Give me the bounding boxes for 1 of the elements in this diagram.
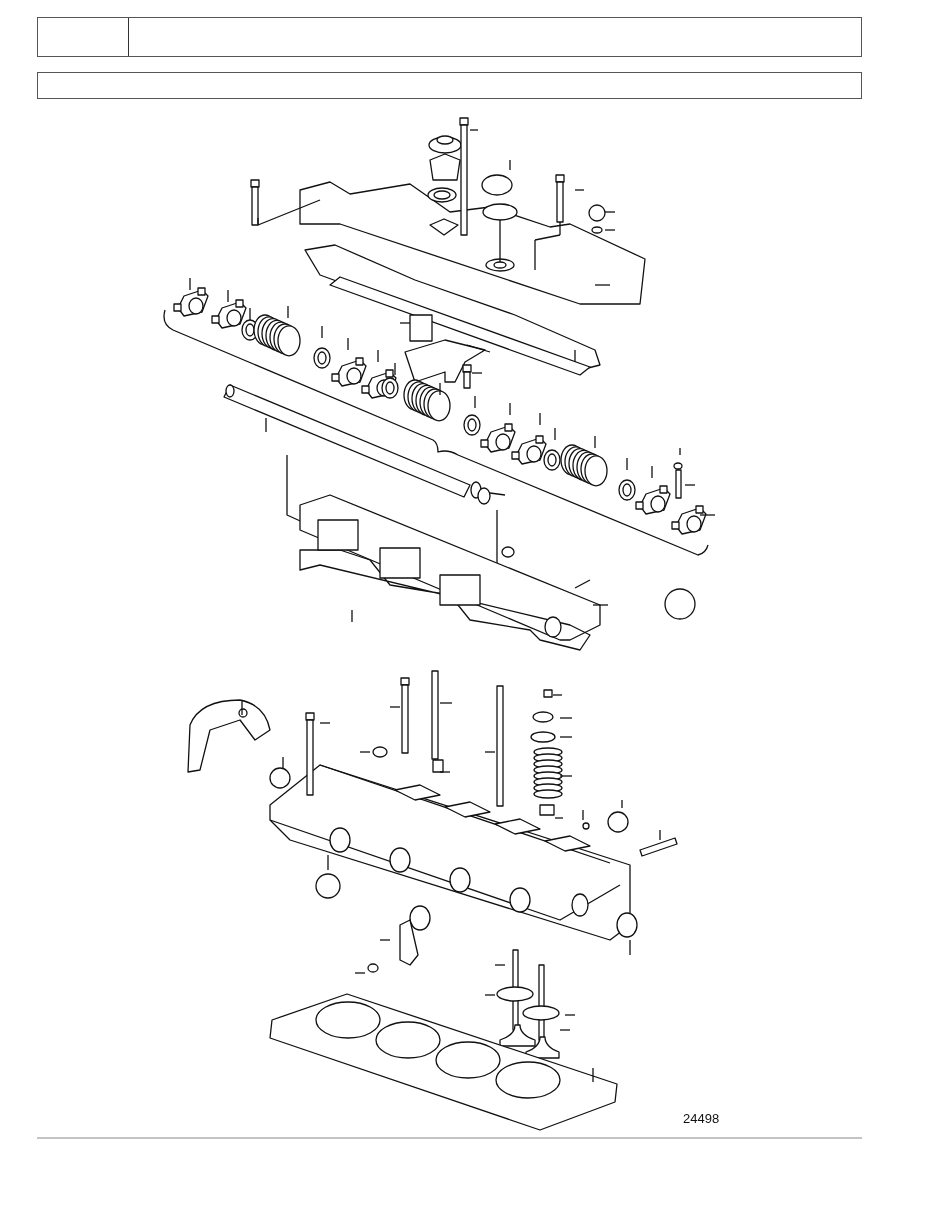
drawing-number: 24498 — [683, 1111, 720, 1126]
